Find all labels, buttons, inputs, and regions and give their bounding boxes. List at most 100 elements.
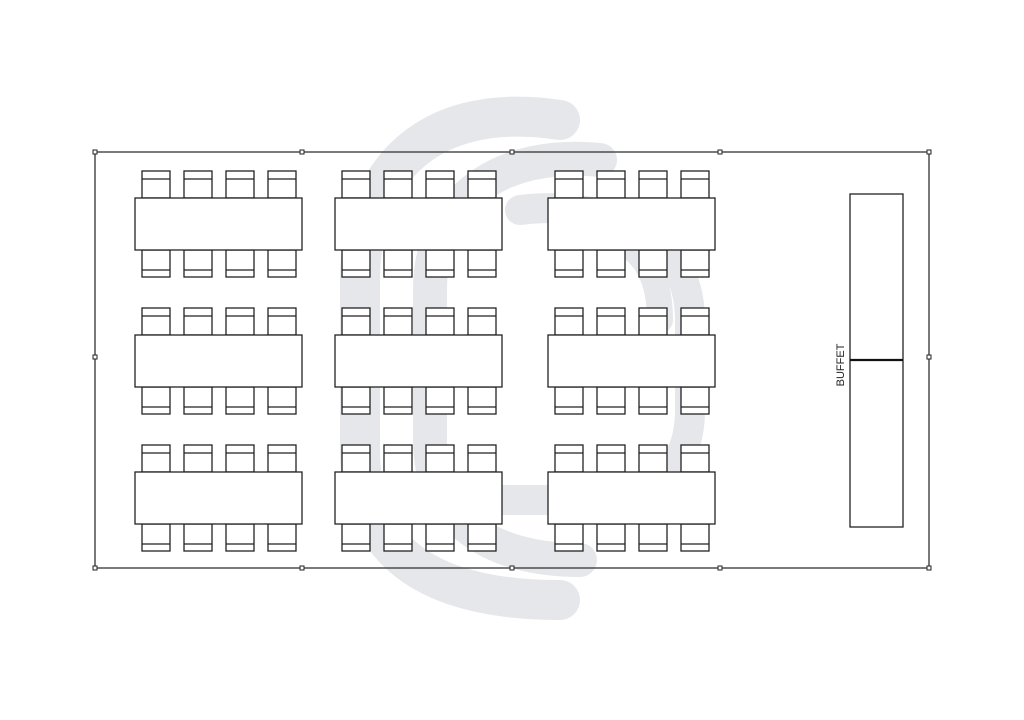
chair bbox=[141, 386, 171, 415]
banquet-table bbox=[334, 471, 503, 525]
banquet-table bbox=[134, 197, 303, 251]
banquet-table-group bbox=[547, 170, 716, 278]
chair bbox=[341, 444, 371, 473]
chair bbox=[425, 170, 455, 199]
chair bbox=[383, 170, 413, 199]
chair bbox=[267, 249, 297, 278]
banquet-table bbox=[547, 334, 716, 388]
tent-pole-marker bbox=[299, 565, 305, 571]
buffet-table: BUFFET bbox=[835, 193, 904, 528]
chair bbox=[638, 386, 668, 415]
chair bbox=[596, 249, 626, 278]
chair bbox=[383, 523, 413, 552]
chair bbox=[554, 249, 584, 278]
banquet-table bbox=[134, 334, 303, 388]
chair bbox=[425, 444, 455, 473]
chair bbox=[183, 249, 213, 278]
banquet-table bbox=[334, 197, 503, 251]
chair bbox=[467, 249, 497, 278]
chair bbox=[183, 386, 213, 415]
chair bbox=[183, 444, 213, 473]
chair bbox=[638, 249, 668, 278]
chair bbox=[467, 386, 497, 415]
banquet-table-group bbox=[134, 444, 303, 552]
chair bbox=[680, 523, 710, 552]
chair bbox=[554, 444, 584, 473]
chair bbox=[638, 444, 668, 473]
tent-pole-marker bbox=[926, 149, 932, 155]
chair bbox=[225, 523, 255, 552]
chair bbox=[680, 307, 710, 336]
tent-pole-marker bbox=[92, 354, 98, 360]
chair bbox=[183, 307, 213, 336]
chair bbox=[554, 170, 584, 199]
chair bbox=[638, 170, 668, 199]
chair bbox=[267, 307, 297, 336]
banquet-table bbox=[547, 471, 716, 525]
banquet-table bbox=[547, 197, 716, 251]
chair bbox=[225, 444, 255, 473]
chair bbox=[225, 249, 255, 278]
chair bbox=[638, 523, 668, 552]
chair bbox=[680, 444, 710, 473]
chair bbox=[554, 523, 584, 552]
chair bbox=[341, 386, 371, 415]
banquet-table bbox=[134, 471, 303, 525]
chair bbox=[554, 307, 584, 336]
tent-pole-marker bbox=[717, 149, 723, 155]
chair bbox=[383, 444, 413, 473]
buffet-label: BUFFET bbox=[835, 343, 847, 386]
chair bbox=[141, 307, 171, 336]
chair bbox=[596, 523, 626, 552]
chair bbox=[183, 523, 213, 552]
banquet-table-group bbox=[547, 444, 716, 552]
tent-pole-marker bbox=[299, 149, 305, 155]
chair bbox=[467, 523, 497, 552]
chair bbox=[596, 307, 626, 336]
chair bbox=[467, 170, 497, 199]
chair bbox=[341, 307, 371, 336]
tent-pole-marker bbox=[509, 149, 515, 155]
chair bbox=[267, 444, 297, 473]
chair bbox=[596, 386, 626, 415]
tent-pole-marker bbox=[92, 565, 98, 571]
chair bbox=[141, 444, 171, 473]
chair bbox=[141, 249, 171, 278]
chair bbox=[183, 170, 213, 199]
chair bbox=[680, 386, 710, 415]
chair bbox=[425, 386, 455, 415]
chair bbox=[596, 170, 626, 199]
chair bbox=[467, 307, 497, 336]
banquet-table-group bbox=[134, 170, 303, 278]
chair bbox=[638, 307, 668, 336]
chair bbox=[141, 170, 171, 199]
chair bbox=[225, 307, 255, 336]
chair bbox=[680, 249, 710, 278]
chair bbox=[383, 249, 413, 278]
chair bbox=[596, 444, 626, 473]
tent-pole-marker bbox=[92, 149, 98, 155]
chair bbox=[341, 170, 371, 199]
chair bbox=[267, 170, 297, 199]
tent-pole-marker bbox=[509, 565, 515, 571]
chair bbox=[141, 523, 171, 552]
banquet-table-group bbox=[334, 307, 503, 415]
chair bbox=[554, 386, 584, 415]
tent-pole-marker bbox=[926, 354, 932, 360]
chair bbox=[680, 170, 710, 199]
banquet-table-group bbox=[547, 307, 716, 415]
chair bbox=[267, 386, 297, 415]
tent-pole-marker bbox=[926, 565, 932, 571]
chair bbox=[383, 386, 413, 415]
chair bbox=[467, 444, 497, 473]
chair bbox=[225, 386, 255, 415]
banquet-table bbox=[334, 334, 503, 388]
chair bbox=[225, 170, 255, 199]
banquet-table-group bbox=[334, 170, 503, 278]
chair bbox=[341, 249, 371, 278]
chair bbox=[425, 307, 455, 336]
chair bbox=[267, 523, 297, 552]
chair bbox=[425, 249, 455, 278]
banquet-table-group bbox=[134, 307, 303, 415]
